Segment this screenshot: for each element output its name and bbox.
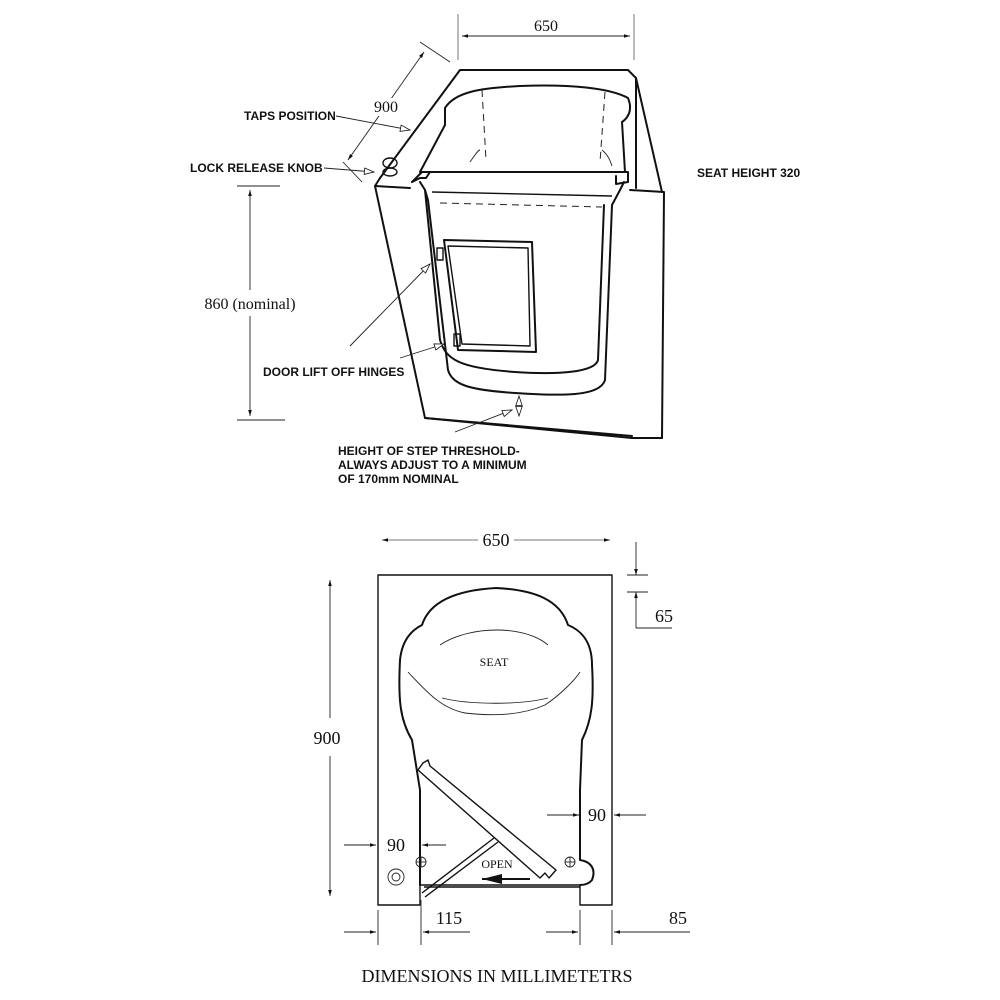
door-hinges-callout: DOOR LIFT OFF HINGES [263,264,444,379]
seat-label: SEAT [480,655,509,669]
lock-release-knob-label: LOCK RELEASE KNOB [190,161,323,175]
units-caption: DIMENSIONS IN MILLIMETETRS [362,966,633,986]
iso-depth-value: 900 [374,99,398,116]
open-label: OPEN [481,857,513,871]
door-offset-value: 115 [436,908,462,928]
step-threshold-line1: HEIGHT OF STEP THRESHOLD- [338,444,520,458]
seat-basin-outline [398,587,595,886]
step-threshold-line2: ALWAYS ADJUST TO A MINIMUM [338,458,527,472]
iso-width-value: 650 [534,18,558,35]
left-wall-value: 90 [387,835,405,855]
door-hinges-label: DOOR LIFT OFF HINGES [263,365,404,379]
top-width-dimension: 650 [457,14,635,60]
plan-view: 650 SEAT OPEN [314,530,690,945]
step-threshold-callout: HEIGHT OF STEP THRESHOLD- ALWAYS ADJUST … [338,410,527,486]
iso-height-value: 860 (nominal) [204,296,295,313]
top-offset-dimension: 65 [627,542,673,629]
seat-height-label: SEAT HEIGHT 320 [697,166,800,180]
taps-position-label: TAPS POSITION [244,109,336,123]
lower-hinge-icon [453,333,461,347]
drain-icon [387,868,405,886]
depth-dimension: 900 [342,41,451,183]
plan-length-value: 900 [314,728,341,748]
door-panel [417,759,580,898]
isometric-view: 650 900 [190,14,800,486]
bath-outline [377,574,613,906]
lock-release-callout: LOCK RELEASE KNOB [190,161,374,175]
right-wall-value: 90 [588,805,606,825]
plan-length-dimension: 900 [314,580,341,896]
right-ledge-value: 85 [669,908,687,928]
left-wall-dimension: 90 [344,835,446,855]
tap-right-icon [564,856,576,868]
tub-body [374,69,665,439]
tap-left-icon [415,856,427,868]
upper-hinge-icon [436,247,444,261]
top-offset-value: 65 [655,606,673,626]
taps-position-callout: TAPS POSITION [244,109,410,130]
bottom-dimensions: 115 85 [344,900,690,945]
right-wall-dimension: 90 [547,805,646,825]
height-dimension: 860 (nominal) [204,185,296,421]
plan-width-value: 650 [483,530,510,550]
plan-width-dimension: 650 [382,530,610,550]
step-threshold-line3: OF 170mm NOMINAL [338,472,459,486]
